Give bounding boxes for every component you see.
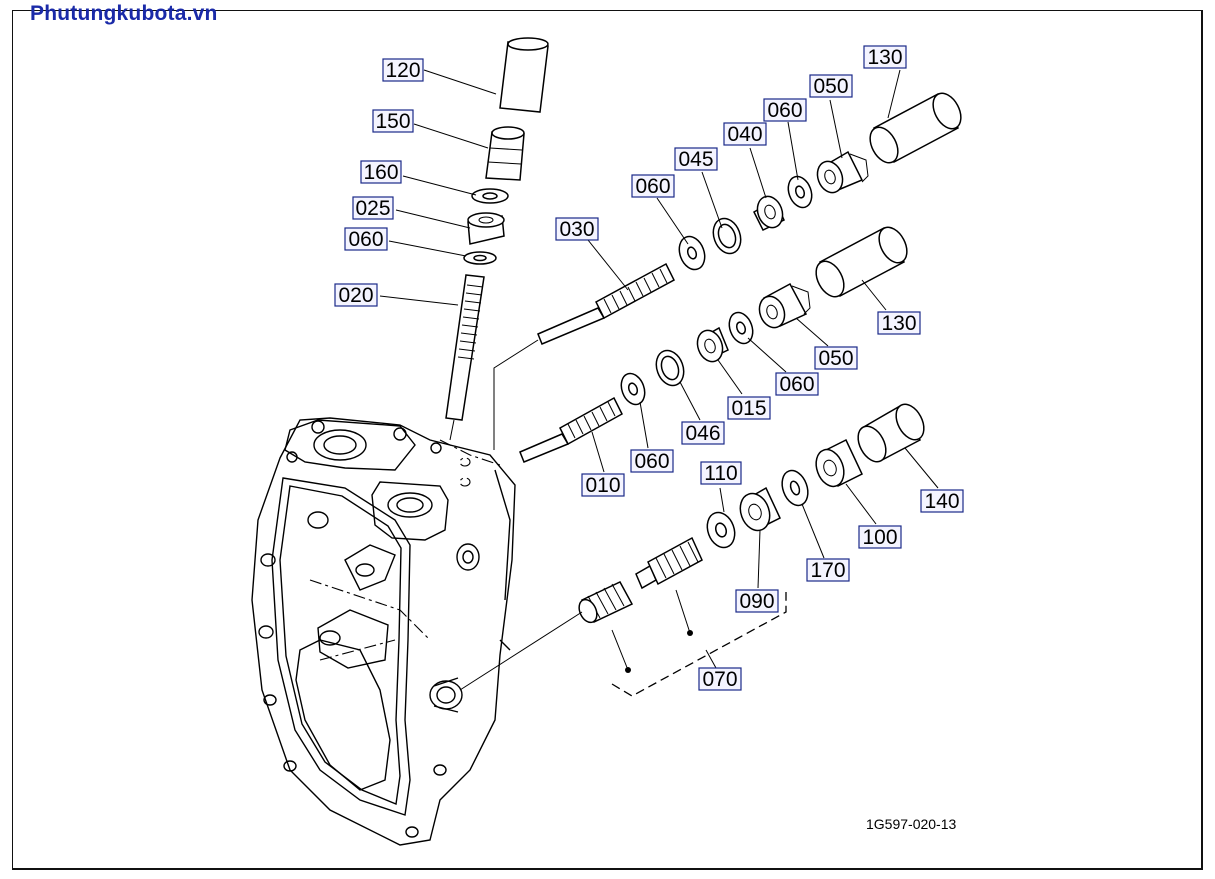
part-015-nut: [696, 326, 729, 363]
svg-text:060: 060: [767, 99, 802, 122]
part-150-adjuster: [485, 126, 525, 181]
svg-text:060: 060: [348, 228, 383, 251]
part-130-sleeve-a: [869, 92, 962, 164]
svg-text:045: 045: [678, 148, 713, 171]
callout-070: 070: [698, 667, 742, 691]
callout-050: 050: [809, 74, 853, 98]
svg-text:030: 030: [559, 218, 594, 241]
callout-060: 060: [775, 372, 819, 396]
part-040-nut: [753, 195, 785, 231]
callout-110: 110: [700, 461, 742, 485]
svg-text:130: 130: [881, 312, 916, 335]
svg-text:015: 015: [731, 397, 766, 420]
part-030-spool: [537, 262, 675, 345]
callout-060: 060: [631, 174, 675, 198]
svg-text:070: 070: [702, 668, 737, 691]
callout-025: 025: [352, 196, 394, 220]
svg-text:140: 140: [924, 490, 959, 513]
callout-170: 170: [806, 558, 850, 582]
upper-spool-row: [493, 92, 962, 450]
part-060-washer-b: [678, 235, 706, 271]
drawing-code: 1G597-020-13: [866, 816, 957, 832]
lower-row: [459, 403, 925, 697]
svg-text:025: 025: [355, 197, 390, 220]
part-060-washer-c: [787, 175, 813, 209]
callout-046: 046: [681, 421, 725, 445]
part-010-spool: [519, 396, 623, 463]
svg-text:150: 150: [375, 110, 410, 133]
callout-140: 140: [920, 489, 964, 513]
part-130-sleeve-b: [815, 226, 908, 298]
callout-045: 045: [674, 147, 718, 171]
callout-160: 160: [360, 160, 402, 184]
svg-text:090: 090: [739, 590, 774, 613]
callout-020: 020: [334, 283, 378, 307]
part-050-plug-b: [758, 282, 811, 329]
drawing-frame: [12, 10, 1203, 870]
svg-text:130: 130: [867, 46, 902, 69]
svg-text:110: 110: [704, 462, 737, 485]
part-060-washer-d: [728, 311, 754, 345]
part-120-cap: [499, 37, 549, 113]
part-020-threaded-rod: [445, 274, 485, 421]
part-045-ring: [712, 217, 742, 255]
part-060-washer-e: [620, 372, 646, 406]
svg-text:040: 040: [727, 123, 762, 146]
svg-text:060: 060: [635, 175, 670, 198]
callout-050: 050: [814, 346, 858, 370]
part-025-nut: [467, 212, 505, 245]
callout-120: 120: [382, 58, 424, 82]
brand-watermark: Phutungkubota.vn: [30, 2, 218, 25]
callout-130: 130: [877, 311, 921, 335]
part-spring: [578, 581, 634, 624]
svg-text:050: 050: [813, 75, 848, 98]
part-050-plug-a: [816, 150, 869, 194]
part-100-cap-nut: [815, 438, 863, 488]
part-046-ring: [655, 349, 685, 387]
part-spring-spool: [635, 536, 703, 590]
callout-010: 010: [581, 473, 625, 497]
svg-text:120: 120: [385, 59, 420, 82]
callout-060: 060: [630, 449, 674, 473]
callout-labels: 120 150 160 025 060 020 030 060 045 040 …: [334, 45, 964, 691]
svg-text:046: 046: [685, 422, 720, 445]
svg-text:020: 020: [338, 284, 373, 307]
callout-060: 060: [344, 227, 388, 251]
svg-text:010: 010: [585, 474, 620, 497]
leader-lines: [379, 69, 939, 669]
middle-spool-row: [519, 226, 908, 463]
svg-text:170: 170: [810, 559, 845, 582]
part-110-washer: [706, 511, 736, 549]
part-160-washer: [471, 188, 509, 204]
svg-text:100: 100: [862, 526, 897, 549]
part-140-sleeve: [857, 403, 925, 463]
svg-text:050: 050: [818, 347, 853, 370]
part-060-washer-a: [463, 251, 497, 265]
callout-040: 040: [723, 122, 767, 146]
part-170-washer: [781, 469, 809, 507]
callout-130: 130: [863, 45, 907, 69]
valve-housing: [251, 417, 516, 846]
callout-090: 090: [735, 589, 779, 613]
svg-text:060: 060: [634, 450, 669, 473]
vertical-assembly: [445, 37, 549, 441]
svg-text:160: 160: [363, 161, 398, 184]
callout-015: 015: [727, 396, 771, 420]
part-090-nut: [739, 486, 781, 532]
callout-060: 060: [763, 98, 807, 122]
callout-100: 100: [858, 525, 902, 549]
svg-text:060: 060: [779, 373, 814, 396]
callout-030: 030: [555, 217, 599, 241]
callout-150: 150: [372, 109, 414, 133]
